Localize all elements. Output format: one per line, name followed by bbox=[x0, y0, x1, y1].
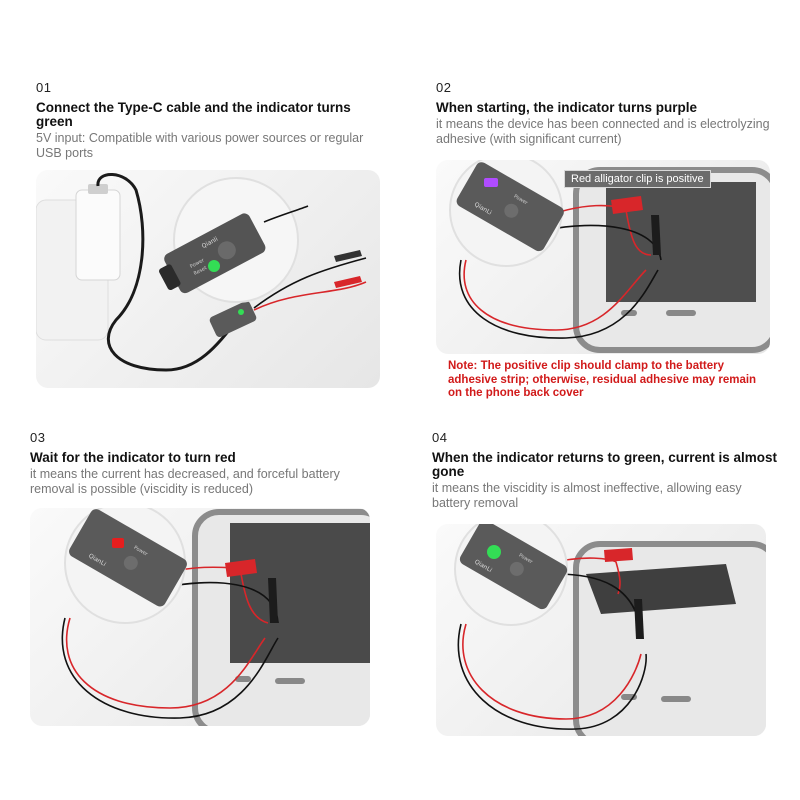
indicator-green bbox=[487, 545, 501, 559]
step-description: it means the device has been connected a… bbox=[436, 117, 770, 146]
indicator-purple bbox=[484, 178, 498, 187]
step-02: 02 When starting, the indicator turns pu… bbox=[436, 80, 784, 147]
device-illustration: QianLi Power bbox=[449, 160, 770, 353]
step-title: Connect the Type-C cable and the indicat… bbox=[36, 100, 351, 129]
type-c-cable bbox=[96, 173, 243, 372]
step-01-photo: Qianli Power Reset bbox=[36, 170, 380, 388]
black-wire bbox=[253, 257, 367, 309]
step-03-photo: QianLi Power bbox=[30, 508, 370, 726]
step-description: it means the current has decreased, and … bbox=[30, 467, 340, 496]
device-body bbox=[164, 213, 266, 294]
step-title: When starting, the indicator turns purpl… bbox=[436, 100, 698, 115]
device-illustration: QianLi Power bbox=[61, 508, 370, 726]
step-number: 02 bbox=[436, 80, 452, 95]
device-illustration: Qianli Power Reset bbox=[36, 173, 367, 372]
step-01: 01 Connect the Type-C cable and the indi… bbox=[36, 80, 384, 161]
indicator-red bbox=[112, 538, 124, 548]
black-clip bbox=[651, 215, 661, 255]
small-indicator bbox=[238, 309, 244, 315]
red-clip bbox=[225, 559, 257, 577]
usb-charger bbox=[75, 189, 121, 281]
battery bbox=[230, 523, 370, 663]
svg-text:Reset: Reset bbox=[193, 265, 208, 277]
red-clip bbox=[611, 196, 643, 214]
step-title: When the indicator returns to green, cur… bbox=[432, 450, 778, 479]
step-description: it means the viscidity is almost ineffec… bbox=[432, 481, 742, 510]
step-number: 01 bbox=[36, 80, 52, 95]
step-description: 5V input: Compatible with various power … bbox=[36, 131, 364, 160]
battery-note: Note: The positive clip should clamp to … bbox=[448, 360, 757, 399]
step-04: 04 When the indicator returns to green, … bbox=[432, 430, 780, 511]
black-clip bbox=[268, 578, 278, 623]
black-clip bbox=[634, 599, 644, 639]
red-wire bbox=[545, 557, 621, 595]
step-title: Wait for the indicator to turn red bbox=[30, 450, 236, 465]
indicator-green bbox=[208, 260, 220, 272]
step-03: 03 Wait for the indicator to turn red it… bbox=[30, 430, 378, 497]
step-02-photo: QianLi Power bbox=[436, 160, 770, 354]
positive-clip-callout: Red alligator clip is positive bbox=[564, 170, 711, 188]
red-clip bbox=[604, 548, 633, 562]
small-device bbox=[209, 301, 257, 337]
step-04-photo: QianLi Power bbox=[436, 524, 766, 736]
device-illustration: QianLi Power bbox=[454, 524, 766, 736]
red-wire bbox=[253, 281, 367, 311]
step-number: 04 bbox=[432, 430, 448, 445]
step-number: 03 bbox=[30, 430, 46, 445]
battery-lifted bbox=[586, 564, 736, 614]
